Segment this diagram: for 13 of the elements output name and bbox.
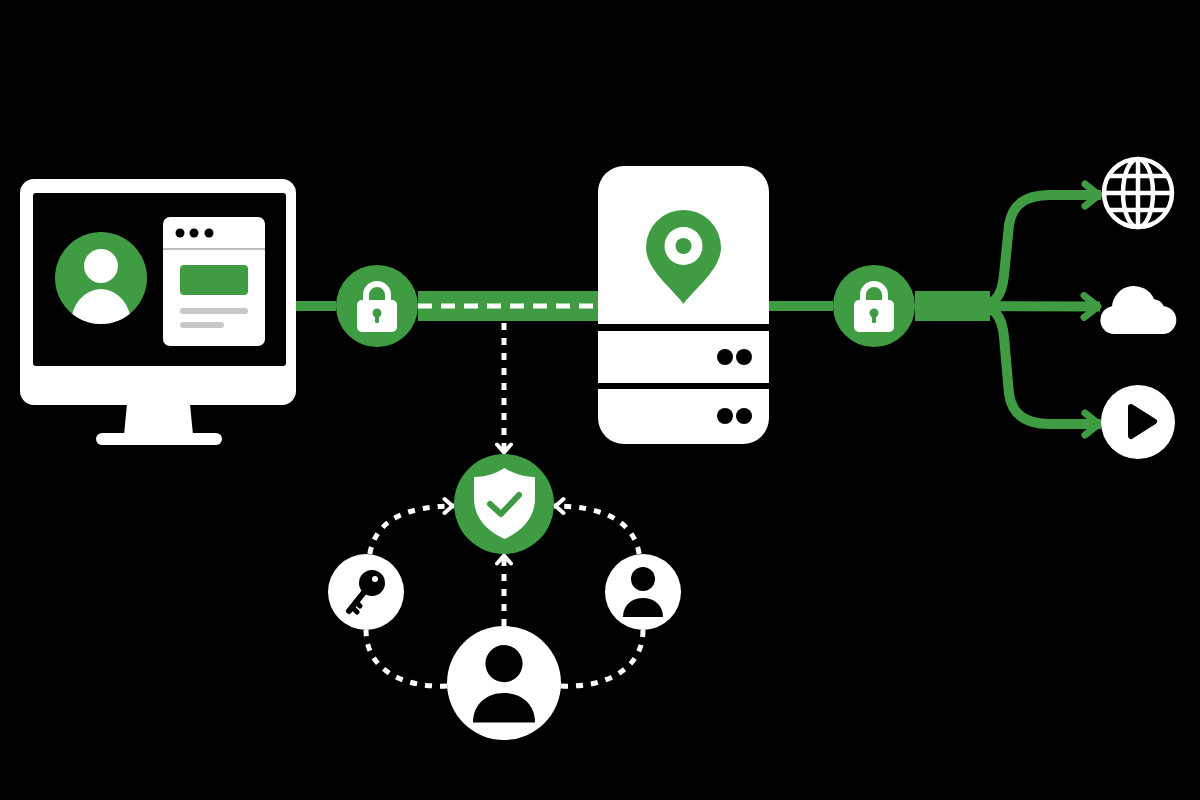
line <box>769 301 833 311</box>
dashed-arrow <box>495 323 513 455</box>
dashed-line <box>560 629 646 689</box>
line <box>296 301 336 311</box>
globe-icon <box>1101 156 1175 230</box>
tunnel-line <box>915 291 990 321</box>
dashed-arrow <box>367 497 455 555</box>
dashed-arrow <box>553 497 642 555</box>
dashed-line <box>363 629 448 689</box>
server <box>598 166 769 444</box>
dashed-arrow <box>495 553 513 626</box>
computer-monitor <box>20 179 296 445</box>
tunnel-line <box>418 291 598 321</box>
